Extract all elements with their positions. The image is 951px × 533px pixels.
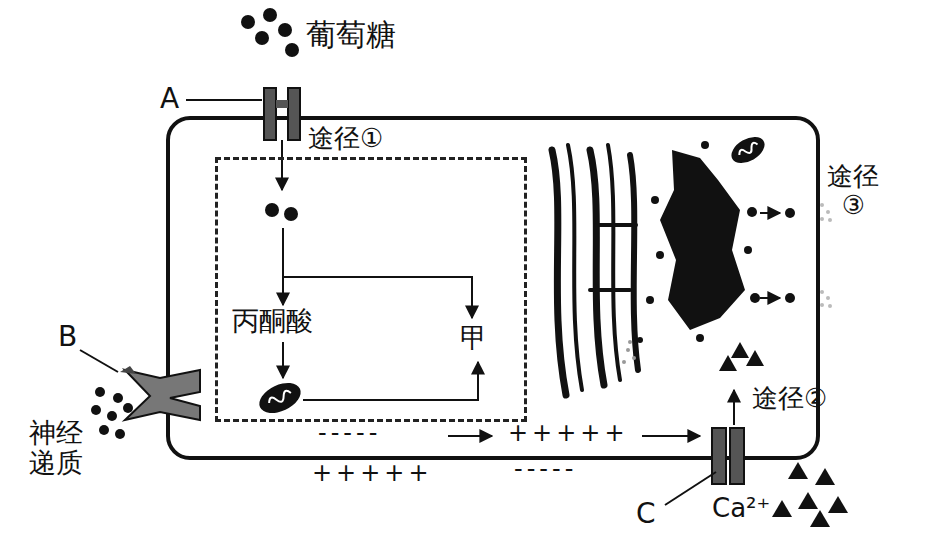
glucose-dots xyxy=(241,8,299,57)
substance-label: 神经递质 xyxy=(28,418,83,477)
cytoplasm-region: 丙酮酸甲 xyxy=(215,157,527,422)
product-label: 甲 xyxy=(460,323,487,353)
ion-label: Ca²⁺ xyxy=(712,494,770,523)
golgi-apparatus xyxy=(637,141,760,343)
arrow xyxy=(282,342,284,378)
charge-sign: +++++ xyxy=(312,460,433,486)
ribosome-dots xyxy=(622,340,636,364)
part-letter: A xyxy=(160,84,179,115)
pathway-label: 途径② xyxy=(752,384,827,413)
endoplasmic-reticulum xyxy=(552,145,638,395)
metabolite-label: 丙酮酸 xyxy=(232,306,313,336)
charge-sign: ----- xyxy=(318,420,381,446)
pathway-label: 途径① xyxy=(308,124,383,153)
pathway-label: 途径 ③ xyxy=(826,162,881,219)
neurotransmitter-dots xyxy=(91,387,133,439)
leader-line xyxy=(80,350,118,372)
receptor-b xyxy=(120,366,200,420)
calcium-channel-c xyxy=(712,428,744,484)
arrow xyxy=(281,140,283,190)
leader-line xyxy=(186,99,262,101)
arrow xyxy=(303,362,478,400)
secreted-particles xyxy=(820,203,832,308)
substance-label: 葡萄糖 xyxy=(306,18,396,51)
part-letter: C xyxy=(636,499,656,530)
channel-a xyxy=(264,88,300,140)
cell-membrane xyxy=(168,118,818,458)
leader-line xyxy=(665,472,716,505)
charge-sign: +++++ xyxy=(508,420,629,446)
mitochondrion xyxy=(727,131,769,168)
arrow xyxy=(282,228,284,305)
mitochondrion xyxy=(255,377,306,419)
part-letter: B xyxy=(58,322,77,353)
charge-sign: ----- xyxy=(514,456,577,482)
